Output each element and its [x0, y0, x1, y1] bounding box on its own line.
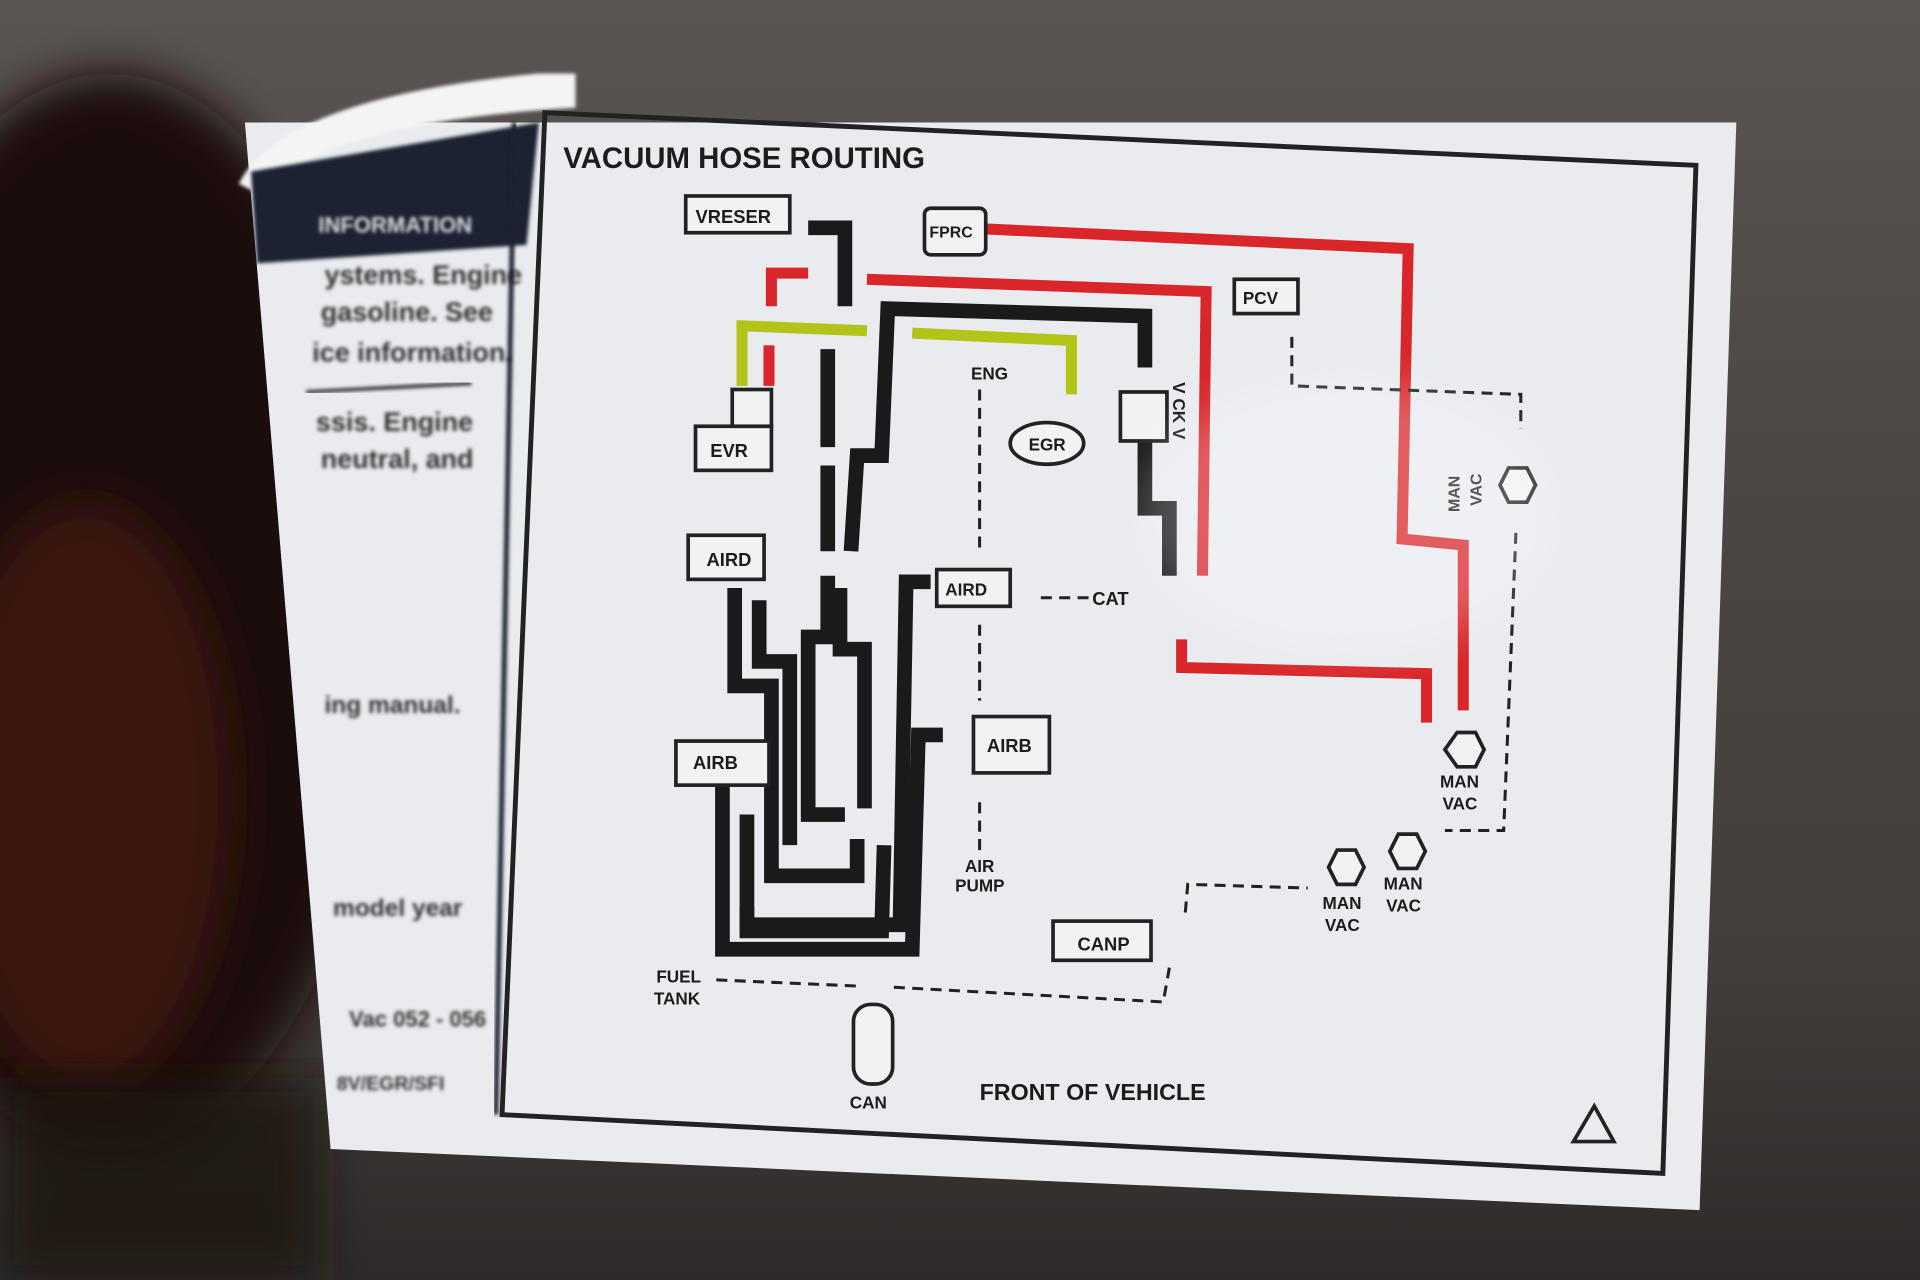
side-label: INFORMATION ystems. Engine gasoline. See…: [251, 122, 539, 1115]
man-vac-fitting: [1326, 848, 1367, 887]
hose-black: [715, 727, 943, 957]
glare: [1138, 379, 1556, 650]
vreser-box: [683, 194, 792, 235]
man-vac-label: VAC: [1325, 915, 1360, 935]
can-label: CAN: [850, 1093, 887, 1113]
hose-black: [751, 600, 798, 846]
man-vac-label: MAN: [1440, 772, 1479, 792]
canp-label: CANP: [1078, 934, 1130, 955]
aird-left-box: [686, 533, 766, 582]
man-vac-label: VAC: [1386, 895, 1421, 915]
hose-black: [800, 575, 845, 822]
aird-center-label: AIRD: [945, 579, 987, 599]
hose-black: [843, 301, 1153, 552]
hose-red: [1176, 639, 1433, 723]
side-label-line: Vac 052 - 056: [349, 1006, 486, 1031]
front-of-vehicle-label: FRONT OF VEHICLE: [980, 1079, 1206, 1105]
dashed-lines: [716, 336, 1523, 1004]
airb-center-label: AIRB: [987, 735, 1032, 756]
hose-black: [739, 814, 892, 939]
airb-left-box: [674, 739, 771, 787]
hose-green: [911, 327, 1077, 395]
airb-center-box: [971, 714, 1052, 775]
vreser-label: VRESER: [696, 206, 771, 227]
aird-center-box: [934, 567, 1013, 609]
canp-box: [1051, 919, 1153, 963]
can-canister: [851, 1002, 895, 1086]
evr-fitting: [730, 387, 774, 429]
vckv-label: V CK V: [1169, 382, 1189, 440]
fuel-tank-label: TANK: [654, 988, 701, 1008]
fuel-tank-label: FUEL: [656, 966, 701, 986]
fprc-label: FPRC: [929, 225, 973, 242]
diagram-title: VACUUM HOSE ROUTING: [563, 142, 925, 175]
egr-oval: [1008, 420, 1086, 467]
air-pump-label: AIR: [965, 856, 995, 876]
side-label-line: model year: [333, 895, 463, 922]
hose-red: [765, 267, 809, 307]
hose-black: [808, 220, 853, 307]
side-label-header: INFORMATION: [318, 213, 472, 238]
vckv-valve: [1118, 390, 1169, 443]
fprc-box: [922, 206, 988, 257]
evr-label: EVR: [710, 440, 748, 461]
triangle-logo-icon: [1570, 1102, 1617, 1144]
air-pump-label: PUMP: [955, 876, 1004, 896]
side-label-line: neutral, and: [321, 444, 474, 474]
aird-left-label: AIRD: [707, 549, 752, 570]
evr-box: [693, 424, 774, 473]
airb-left-label: AIRB: [693, 752, 738, 773]
hose-green: [736, 320, 868, 386]
hose-black: [832, 587, 872, 809]
side-label-line: 8V/EGR/SFI: [337, 1073, 445, 1095]
side-label-line: ystems. Engine: [324, 260, 522, 290]
side-label-line: ssis. Engine: [316, 407, 473, 437]
man-vac-label: MAN: [1322, 893, 1361, 913]
side-label-line: ice information.: [312, 337, 513, 367]
man-vac-fitting: [1387, 832, 1428, 871]
egr-label: EGR: [1029, 435, 1067, 455]
cat-label: CAT: [1092, 588, 1129, 609]
man-vac-label: VAC: [1442, 794, 1477, 814]
hose-black: [727, 587, 865, 884]
man-vac-fitting: [1442, 730, 1487, 769]
diagram-frame: [499, 110, 1699, 1177]
sticker-curl: [238, 73, 576, 196]
pcv-label: PCV: [1243, 288, 1279, 308]
pcv-box: [1232, 277, 1300, 316]
side-label-line: ing manual.: [324, 692, 460, 719]
blurred-foreground-base: [0, 1077, 319, 1280]
side-label-line: gasoline. See: [321, 297, 493, 327]
blurred-foreground-highlight: [0, 502, 233, 1091]
man-vac-label: MAN: [1384, 873, 1423, 893]
eng-label: ENG: [971, 364, 1008, 384]
